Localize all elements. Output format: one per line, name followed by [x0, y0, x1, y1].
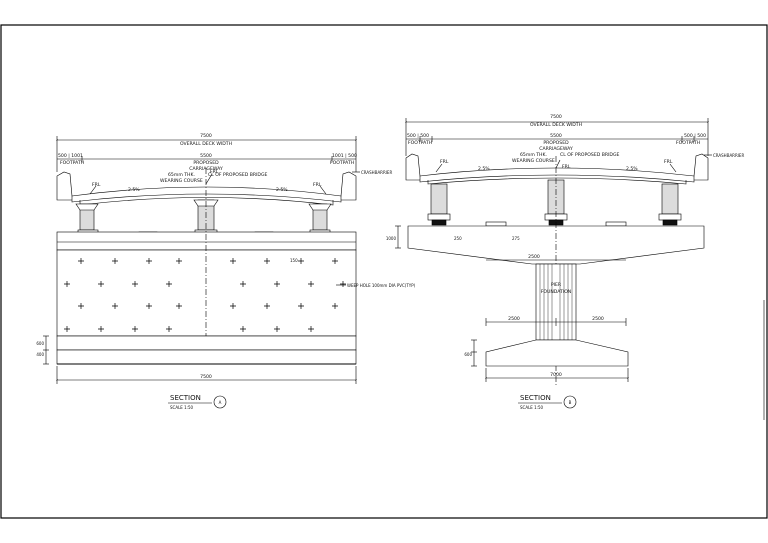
- section-a-deck-width-label: OVERALL DECK WIDTH: [180, 141, 232, 147]
- section-b-scale: SCALE 1:50: [520, 405, 544, 410]
- section-a-bottom-width: 7500: [200, 374, 212, 380]
- section-a-wearing-course: WEARING COURSE: [160, 178, 203, 184]
- section-a-drawing: [43, 136, 360, 409]
- section-a-slope-left: 2.5%: [128, 187, 140, 193]
- section-a-footpath-left: FOOTPATH: [60, 160, 84, 166]
- section-b-labels: 7500 OVERALL DECK WIDTH 500 | 500 500 | …: [386, 114, 745, 410]
- section-a-wearing-thk: 65mm THK.: [168, 172, 195, 178]
- section-b-frl-centre: FRL: [562, 164, 571, 170]
- section-b-title: SECTION: [520, 394, 551, 402]
- section-a-footpath-right: FOOTPATH: [330, 160, 354, 166]
- section-a-left-dims: 500 | 1001: [58, 153, 83, 159]
- section-a-dim-400: 400: [36, 352, 44, 357]
- section-a-right-dims: 1001 | 500: [332, 153, 357, 159]
- section-a-slope-right: 2.5%: [276, 187, 288, 193]
- section-a-scale: SCALE 1:50: [170, 405, 194, 410]
- section-b-footpath-left: FOOTPATH: [408, 140, 432, 146]
- section-b-right-dims: 500 | 500: [684, 133, 706, 139]
- section-b-half-width-left: 2500: [508, 316, 520, 322]
- section-a-dim-600: 600: [36, 341, 44, 346]
- section-b-left-dims: 500 | 500: [407, 133, 429, 139]
- section-a-weep-hole: WEEP HOLE 100mm DIA PVC(TYP): [347, 283, 416, 288]
- section-b-overall-dim: 7500: [550, 114, 562, 120]
- section-b-carriageway: CARRIAGEWAY: [539, 146, 573, 152]
- section-a-frl-left: FRL: [92, 182, 101, 188]
- section-b-dim-1000: 1000: [386, 236, 397, 241]
- sheet-border: [0, 24, 768, 519]
- section-b-half-width-right: 2500: [592, 316, 604, 322]
- section-a-letter: A: [219, 400, 222, 405]
- section-a-crash-barrier: CRASHBARRIER: [361, 170, 392, 175]
- section-a-carriageway: CARRIAGEWAY: [189, 166, 223, 172]
- section-b-wearing-thk: 65mm THK.: [520, 152, 547, 158]
- section-b-dim-275: 275: [512, 236, 520, 241]
- section-a-overall-dim: 7500: [200, 133, 212, 139]
- section-b-pier-label-2: FOUNDATION: [541, 289, 572, 295]
- section-b-footpath-right: FOOTPATH: [676, 140, 700, 146]
- section-b-proposed: PROPOSED: [543, 140, 569, 146]
- section-a-carriageway-dim: 5500: [200, 153, 212, 159]
- section-a-cl-bridge: CL OF PROPOSED BRIDGE: [208, 172, 268, 178]
- section-b-slope-left: 2.5%: [478, 166, 490, 172]
- section-b-dim-600: 600: [464, 352, 472, 357]
- section-b-cl-bridge: CL OF PROPOSED BRIDGE: [560, 152, 620, 158]
- section-b-dim-250: 250: [454, 236, 462, 241]
- section-a-title: SECTION: [170, 394, 201, 402]
- section-b-frl-left: FRL: [440, 159, 449, 165]
- section-b-letter: B: [569, 400, 572, 405]
- section-b-pier-label-1: PIER: [551, 282, 562, 288]
- section-b-drawing: [395, 118, 765, 420]
- section-a-frl-centre: FRL: [210, 169, 219, 175]
- section-a-labels: 7500 OVERALL DECK WIDTH 500 | 1001 1001 …: [36, 133, 415, 410]
- section-b-carriageway-dim: 5500: [550, 133, 562, 139]
- section-b-frl-right: FRL: [664, 159, 673, 165]
- section-b-footing-width: 7000: [550, 372, 562, 378]
- section-b-wearing-course: WEARING COURSE: [512, 158, 555, 164]
- section-a-proposed: PROPOSED: [193, 160, 219, 166]
- section-b-slope-right: 2.5%: [626, 166, 638, 172]
- section-a-dim-150: 150: [290, 258, 298, 263]
- section-b-deck-width-label: OVERALL DECK WIDTH: [530, 122, 582, 128]
- section-b-crash-barrier: CRASHBARRIER: [713, 153, 744, 158]
- section-a-frl-right: FRL: [313, 182, 322, 188]
- section-b-cap-width: 2500: [528, 254, 540, 260]
